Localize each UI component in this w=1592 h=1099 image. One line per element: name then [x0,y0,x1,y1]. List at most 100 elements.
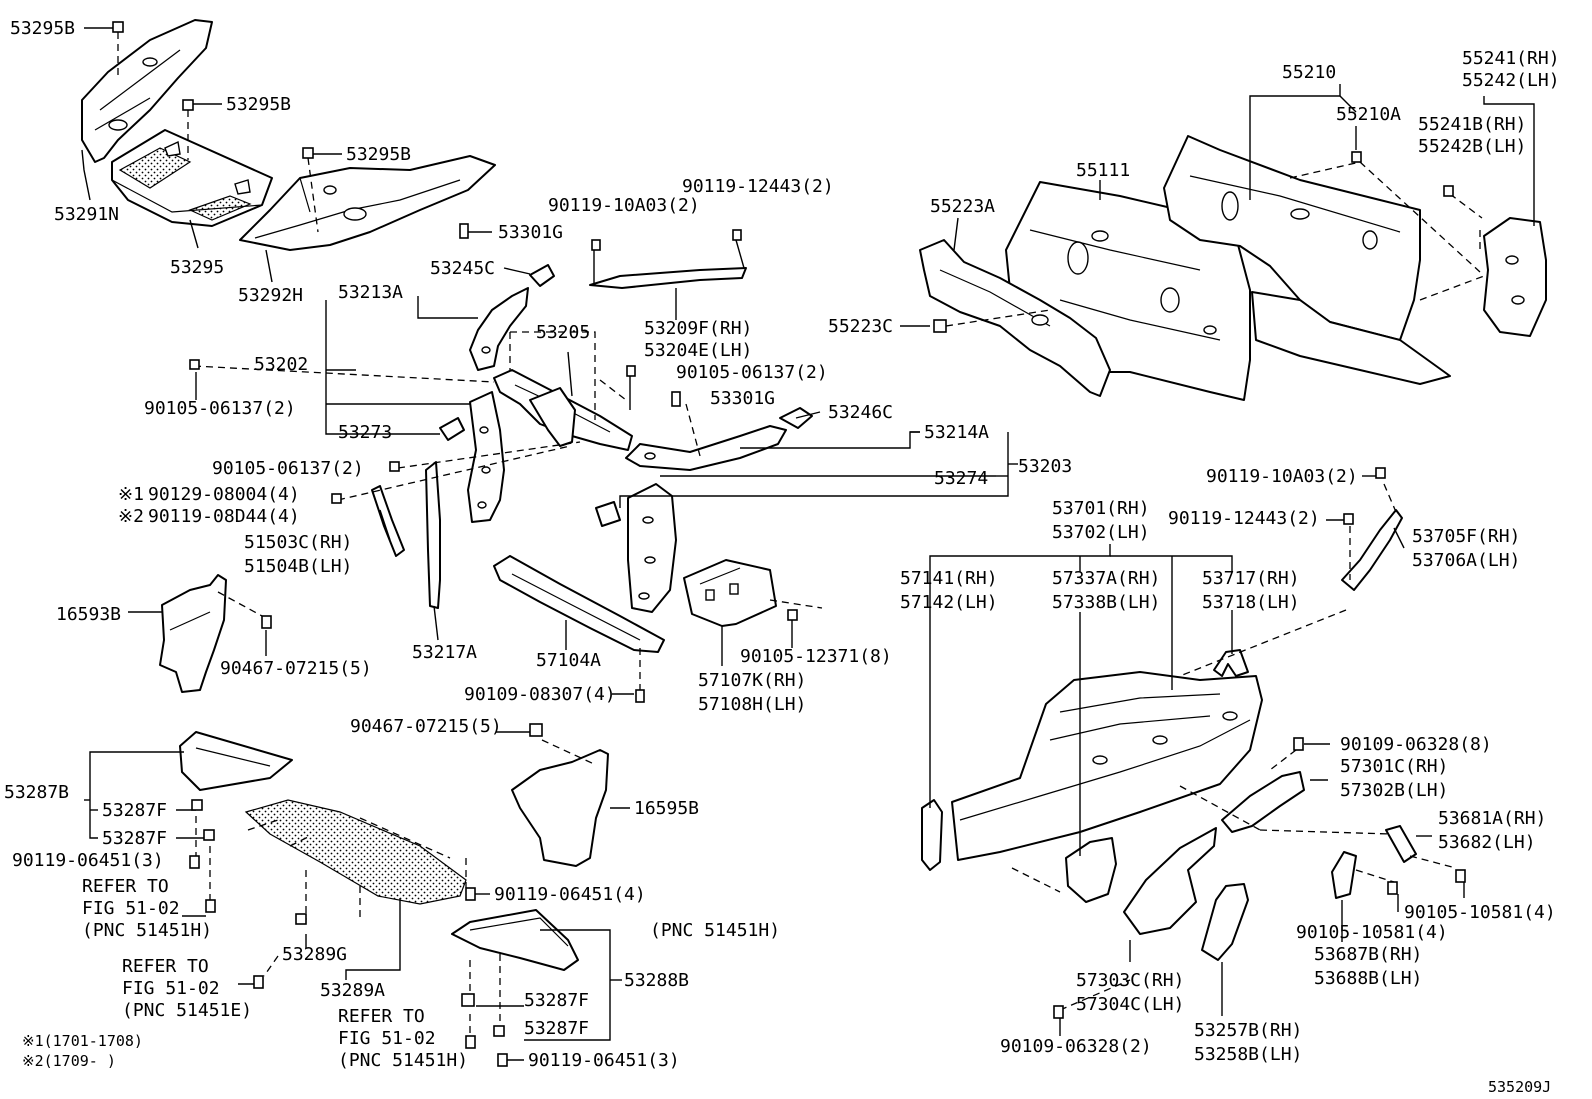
part-number-label[interactable]: 53288B [624,970,689,991]
part-number-label[interactable]: 53257B(RH) [1194,1020,1302,1041]
hood-lock-support-part [589,267,747,289]
part-number-label[interactable]: 57107K(RH) [698,670,806,691]
cowl-louver-rh-part [239,155,496,251]
part-number-label[interactable]: 90105-10581(4) [1404,902,1556,923]
part-number-label[interactable]: 53688B(LH) [1314,968,1422,989]
part-number-label[interactable]: 53273 [338,422,392,443]
part-number-label[interactable]: 53287F [102,800,167,821]
part-number-label[interactable]: 90105-12371(8) [740,646,892,667]
part-number-label[interactable]: 53258B(LH) [1194,1044,1302,1065]
part-number-label[interactable]: 53295B [346,144,411,165]
part-number-label[interactable]: 53287F [524,990,589,1011]
reference-text: REFER TO [122,956,209,977]
part-number-label[interactable]: 90105-06137(2) [212,458,364,479]
part-number-label[interactable]: 53682(LH) [1438,832,1536,853]
part-number-label[interactable]: 53217A [412,642,477,663]
part-number-label[interactable]: 53702(LH) [1052,522,1150,543]
part-number-label[interactable]: 90119-10A03(2) [548,195,700,216]
part-number-label[interactable]: 90109-06328(2) [1000,1036,1152,1057]
part-number-label[interactable]: 90119-10A03(2) [1206,466,1358,487]
part-number-label[interactable]: 90119-12443(2) [1168,508,1320,529]
part-number-label[interactable]: 90119-06451(4) [494,884,646,905]
part-number-label[interactable]: 55241B(RH) [1418,114,1526,135]
part-number-label[interactable]: 53718(LH) [1202,592,1300,613]
dash-insulator-55223a-part [919,239,1111,397]
reference-text: (PNC 51451H) [650,920,780,941]
part-number-label[interactable]: 53287F [524,1018,589,1039]
part-number-label[interactable]: 51503C(RH) [244,532,352,553]
part-number-label[interactable]: 90109-06328(8) [1340,734,1492,755]
part-number-label[interactable]: 53204E(LH) [644,340,752,361]
part-number-label[interactable]: 90467-07215(5) [350,716,502,737]
part-number-label[interactable]: 90129-08004(4) [148,484,300,505]
part-number-label[interactable]: 53301G [498,222,563,243]
part-number-label[interactable]: 90119-08D44(4) [148,506,300,527]
part-number-label[interactable]: 57302B(LH) [1340,780,1448,801]
part-number-label[interactable]: 57108H(LH) [698,694,806,715]
part-number-label[interactable]: 55223C [828,316,893,337]
part-number-label[interactable]: 53214A [924,422,989,443]
part-number-label[interactable]: 57338B(LH) [1052,592,1160,613]
part-number-label[interactable]: 57301C(RH) [1340,756,1448,777]
part-number-label[interactable]: 53292H [238,285,303,306]
part-number-label[interactable]: 16595B [634,798,699,819]
part-number-label[interactable]: 55210A [1336,104,1401,125]
part-number-label[interactable]: 53301G [710,388,775,409]
reference-text: FIG 51-02 [82,898,180,919]
part-number-label[interactable]: 57104A [536,650,601,671]
front-apron-53701-part [951,671,1263,861]
part-number-label[interactable]: 53287B [4,782,69,803]
part-number-label[interactable]: 53274 [934,468,988,489]
part-number-label[interactable]: 90467-07215(5) [220,658,372,679]
part-number-label[interactable]: 53701(RH) [1052,498,1150,519]
part-number-label[interactable]: 57141(RH) [900,568,998,589]
part-number-label[interactable]: 53295B [226,94,291,115]
part-number-label[interactable]: 55242(LH) [1462,70,1560,91]
part-number-label[interactable]: 57304C(LH) [1076,994,1184,1015]
part-number-label[interactable]: 90119-06451(3) [12,850,164,871]
part-number-label[interactable]: 90119-12443(2) [682,176,834,197]
part-number-label[interactable]: 53209F(RH) [644,318,752,339]
clip-53295b-icon [112,21,124,80]
part-number-label[interactable]: 53705F(RH) [1412,526,1520,547]
part-number-label[interactable]: 57337A(RH) [1052,568,1160,589]
hood-stay-53705f-part [1341,509,1403,591]
part-number-label[interactable]: 90105-06137(2) [676,362,828,383]
part-number-label[interactable]: 90119-06451(3) [528,1050,680,1071]
part-number-label[interactable]: 51504B(LH) [244,556,352,577]
part-number-label[interactable]: 90105-10581(4) [1296,922,1448,943]
engine-under-cover-53288b-part [451,909,579,971]
part-number-label[interactable]: 55223A [930,196,995,217]
part-number-label[interactable]: 53289A [320,980,385,1001]
part-number-label[interactable]: 55242B(LH) [1418,136,1526,157]
part-number-label[interactable]: 53295 [170,257,224,278]
part-number-label[interactable]: 53245C [430,258,495,279]
support-side-member-part [625,407,813,471]
part-number-label[interactable]: 53681A(RH) [1438,808,1546,829]
part-number-label[interactable]: 53287F [102,828,167,849]
footnote: ※1(1701-1708) [22,1032,143,1050]
part-number-label[interactable]: 53706A(LH) [1412,550,1520,571]
part-number-label[interactable]: 53291N [54,204,119,225]
part-number-label[interactable]: 53295B [10,18,75,39]
part-number-label[interactable]: 16593B [56,604,121,625]
part-number-label[interactable]: 53246C [828,402,893,423]
part-number-label[interactable]: 55241(RH) [1462,48,1560,69]
part-number-label[interactable]: 53213A [338,282,403,303]
part-number-label[interactable]: 55111 [1076,160,1130,181]
part-number-label[interactable]: 57142(LH) [900,592,998,613]
part-labels: 53295B 53295B 53295B 53291N 53295 53292H… [4,18,1560,1096]
part-number-label[interactable]: 53205 [536,322,590,343]
part-number-label[interactable]: 53717(RH) [1202,568,1300,589]
part-number-label[interactable]: 53203 [1018,456,1072,477]
crossmember-bracket-part [683,559,777,627]
part-number-label[interactable]: 90109-08307(4) [464,684,616,705]
part-number-label[interactable]: 57303C(RH) [1076,970,1184,991]
part-number-label[interactable]: 53289G [282,944,347,965]
part-number-label[interactable]: 53687B(RH) [1314,944,1422,965]
part-number-label[interactable]: 90105-06137(2) [144,398,296,419]
part-number-label[interactable]: 53202 [254,354,308,375]
part-number-label[interactable]: 55210 [1282,62,1336,83]
crossmember-57104a-part [493,555,665,653]
